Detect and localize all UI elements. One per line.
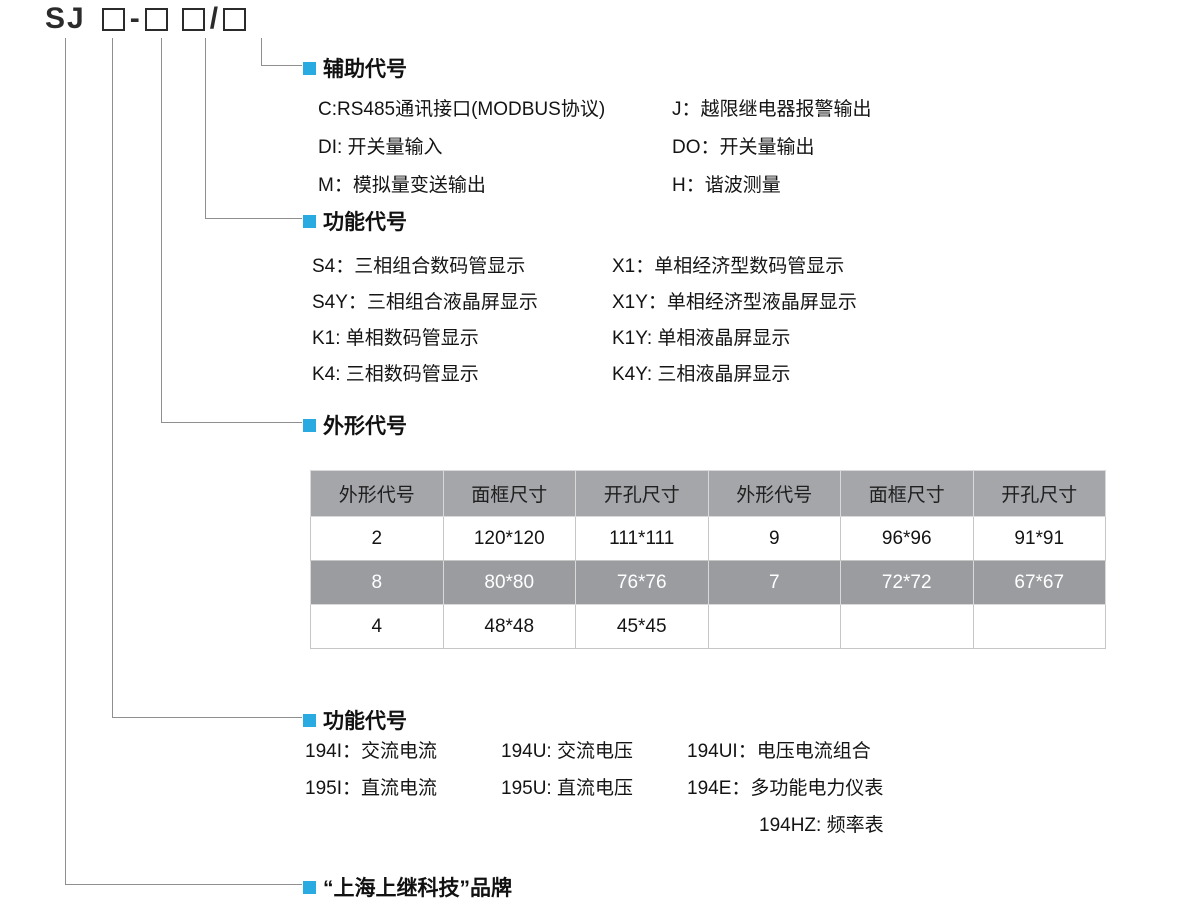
model-dash: - [129, 2, 140, 35]
connector-line-shape-horizontal [161, 422, 302, 423]
model-box-function [101, 7, 125, 31]
aux-item: DO：开关量输出 [672, 137, 815, 158]
table-cell: 76*76 [575, 560, 709, 605]
func-display-item: K4Y: 三相液晶屏显示 [612, 364, 791, 385]
func-display-item: K4: 三相数码管显示 [312, 364, 479, 385]
func-type-item: 195U: 直流电压 [501, 778, 633, 799]
func-type-item: 194E：多功能电力仪表 [687, 778, 884, 799]
blue-square-icon [303, 418, 316, 432]
aux-item: M：模拟量变送输出 [318, 175, 486, 196]
aux-item: J：越限继电器报警输出 [672, 99, 872, 120]
section-header-func-display: 功能代号 [303, 206, 407, 236]
table-cell [707, 604, 841, 649]
func-display-item: S4Y：三相组合液晶屏显示 [312, 292, 538, 313]
func-type-item: 194UI：电压电流组合 [687, 741, 871, 762]
table-cell: 8 [310, 560, 444, 605]
section-title-shape: 外形代号 [323, 415, 407, 438]
section-title-func-type: 功能代号 [323, 710, 407, 733]
table-cell: 111*111 [575, 516, 709, 561]
table-cell: 45*45 [575, 604, 709, 649]
model-code: SJ - / [45, 0, 247, 38]
connector-line-functype-horizontal [112, 717, 302, 718]
connector-line-functype-vertical [112, 38, 113, 717]
section-title-aux: 辅助代号 [323, 58, 407, 81]
table-cell: 72*72 [840, 560, 974, 605]
aux-item: DI: 开关量输入 [318, 137, 443, 158]
section-header-func-type: 功能代号 [303, 705, 407, 735]
table-header-cell: 外形代号 [707, 470, 841, 517]
table-cell: 80*80 [442, 560, 576, 605]
connector-line-brand-vertical [65, 38, 66, 884]
section-header-brand: “上海上继科技”品牌 [303, 872, 512, 902]
func-type-item: 195I：直流电流 [305, 778, 437, 799]
table-cell: 4 [310, 604, 444, 649]
table-cell: 120*120 [442, 516, 576, 561]
aux-item: H：谐波测量 [672, 175, 781, 196]
table-cell [840, 604, 974, 649]
connector-line-brand-horizontal [65, 884, 302, 885]
blue-square-icon [303, 61, 316, 75]
connector-line-aux-vertical [261, 38, 262, 65]
blue-square-icon [303, 214, 316, 228]
func-display-item: X1：单相经济型数码管显示 [612, 256, 845, 277]
table-header-cell: 外形代号 [310, 470, 444, 517]
func-type-item: 194HZ: 频率表 [759, 815, 884, 836]
table-header-cell: 开孔尺寸 [575, 470, 709, 517]
func-display-item: S4：三相组合数码管显示 [312, 256, 526, 277]
connector-line-funcdisplay-vertical [205, 38, 206, 218]
model-box-aux [223, 7, 247, 31]
aux-content: C:RS485通讯接口(MODBUS协议) J：越限继电器报警输出 DI: 开关… [318, 94, 872, 197]
blue-square-icon [303, 713, 316, 727]
brand-title: “上海上继科技”品牌 [323, 877, 512, 900]
table-header-cell: 面框尺寸 [442, 470, 576, 517]
table-cell: 2 [310, 516, 444, 561]
table-header-row: 外形代号 面框尺寸 开孔尺寸 外形代号 面框尺寸 开孔尺寸 [310, 470, 1106, 517]
func-display-item: K1Y: 单相液晶屏显示 [612, 328, 791, 349]
table-row: 4 48*48 45*45 [310, 604, 1106, 649]
func-type-item: 194I：交流电流 [305, 741, 437, 762]
connector-line-funcdisplay-horizontal [205, 218, 302, 219]
table-cell: 7 [707, 560, 841, 605]
table-header-cell: 面框尺寸 [840, 470, 974, 517]
model-prefix: SJ [45, 2, 86, 35]
model-box-shape [144, 7, 168, 31]
func-display-content: S4：三相组合数码管显示 X1：单相经济型数码管显示 S4Y：三相组合液晶屏显示… [312, 251, 857, 386]
table-row: 2 120*120 111*111 9 96*96 91*91 [310, 516, 1106, 561]
table-row: 8 80*80 76*76 7 72*72 67*67 [310, 560, 1106, 605]
shape-table: 外形代号 面框尺寸 开孔尺寸 外形代号 面框尺寸 开孔尺寸 2 120*120 … [310, 470, 1106, 649]
connector-line-aux-horizontal [261, 65, 302, 66]
table-cell: 9 [707, 516, 841, 561]
model-slash: / [209, 2, 219, 35]
table-header-cell: 开孔尺寸 [972, 470, 1106, 517]
section-title-func-display: 功能代号 [323, 211, 407, 234]
connector-line-shape-vertical [161, 38, 162, 422]
func-type-content: 194I：交流电流 194U: 交流电压 194UI：电压电流组合 195I：直… [305, 736, 884, 837]
section-header-shape: 外形代号 [303, 410, 407, 440]
table-cell: 67*67 [972, 560, 1106, 605]
table-cell: 91*91 [972, 516, 1106, 561]
model-box-display [181, 7, 205, 31]
func-type-item: 194U: 交流电压 [501, 741, 633, 762]
table-cell: 96*96 [840, 516, 974, 561]
table-cell: 48*48 [442, 604, 576, 649]
aux-item: C:RS485通讯接口(MODBUS协议) [318, 99, 606, 120]
section-header-aux: 辅助代号 [303, 53, 407, 83]
func-display-item: K1: 单相数码管显示 [312, 328, 479, 349]
blue-square-icon [303, 880, 316, 894]
table-cell [972, 604, 1106, 649]
func-display-item: X1Y：单相经济型液晶屏显示 [612, 292, 857, 313]
